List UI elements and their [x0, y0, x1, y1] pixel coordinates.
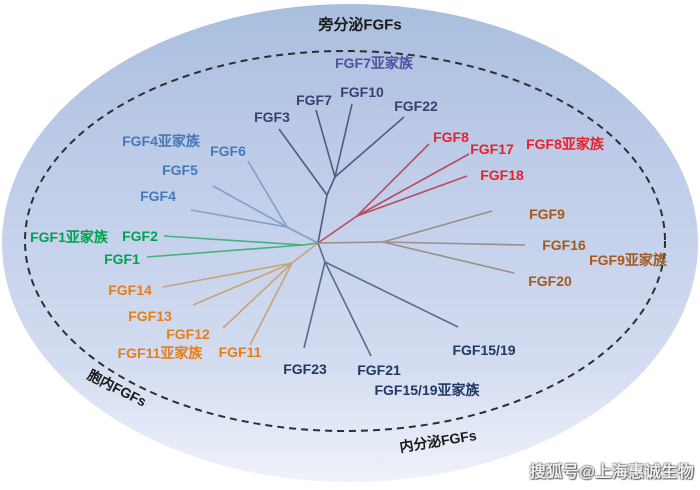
gene-label-fgf13: FGF13 — [128, 308, 172, 324]
gene-label-fgf23: FGF23 — [283, 361, 327, 377]
gene-label-fgf4: FGF4 — [140, 188, 176, 204]
paracrine-dashed-boundary — [24, 50, 666, 432]
branch-group-fgf7 — [278, 103, 405, 244]
branch-group-fgf1 — [146, 235, 319, 258]
zone-label-paracrine: 旁分泌FGFs — [318, 16, 402, 34]
watermark-sohu: 搜狐号@上海惠诚生物 — [529, 464, 695, 481]
gene-label-fgf6: FGF6 — [210, 143, 246, 159]
gene-label-fgf5: FGF5 — [162, 162, 198, 178]
gene-label-fgf12: FGF12 — [166, 326, 210, 342]
gene-label-fgf11: FGF11 — [218, 344, 262, 360]
branch-group-fgf11 — [162, 242, 319, 346]
gene-label-fgf8: FGF8 — [433, 129, 469, 145]
branch-group-fgf8 — [317, 143, 470, 244]
gene-label-fgf7: FGF7 — [296, 92, 332, 108]
subfamily-label-fgf11: FGF11亚家族 — [117, 345, 203, 361]
subfamily-label-fgf7: FGF7亚家族 — [335, 55, 413, 71]
gene-label-fgf20: FGF20 — [528, 273, 572, 289]
gene-label-fgf2: FGF2 — [122, 228, 158, 244]
gene-label-fgf14: FGF14 — [108, 282, 152, 298]
subfamily-label-fgf8: FGF8亚家族 — [526, 136, 604, 152]
branch-group-fgf9 — [317, 210, 526, 274]
gene-label-fgf21: FGF21 — [357, 362, 401, 378]
branch-group-fgf15 — [303, 242, 459, 357]
gene-label-fgf10: FGF10 — [340, 84, 384, 100]
gene-label-fgf1: FGF1 — [104, 251, 140, 267]
subfamily-label-fgf1: FGF1亚家族 — [30, 229, 108, 245]
gene-label-fgf15-19: FGF15/19 — [452, 342, 516, 358]
gene-label-fgf16: FGF16 — [542, 237, 586, 253]
subfamily-label-fgf9: FGF9亚家族 — [589, 252, 667, 268]
gene-label-fgf18: FGF18 — [480, 167, 524, 183]
gene-label-fgf3: FGF3 — [254, 109, 290, 125]
subfamily-label-fgf4: FGF4亚家族 — [122, 133, 200, 149]
gene-label-fgf17: FGF17 — [470, 141, 514, 157]
subfamily-label-fgf15-19: FGF15/19亚家族 — [374, 382, 480, 398]
gene-label-fgf9: FGF9 — [529, 206, 565, 222]
gene-label-fgf22: FGF22 — [394, 98, 438, 114]
branch-group-fgf4 — [190, 160, 319, 244]
